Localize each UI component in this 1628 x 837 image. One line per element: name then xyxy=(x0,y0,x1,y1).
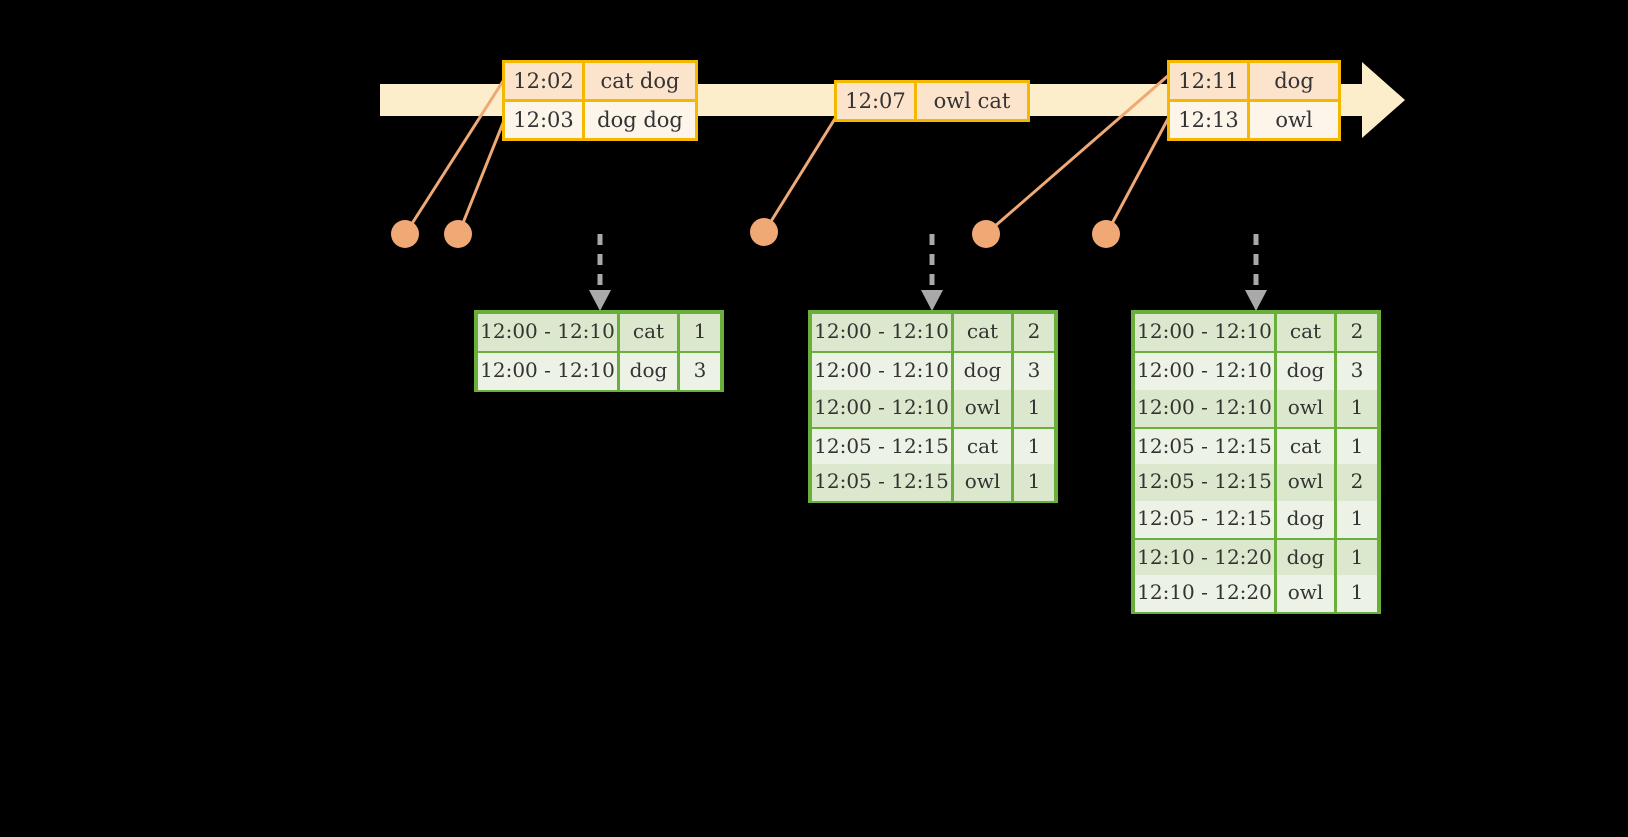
connector-dot xyxy=(391,220,419,248)
cell-count: 1 xyxy=(1337,501,1377,538)
table-row[interactable]: 12:00 - 12:10 dog 3 xyxy=(478,351,720,390)
event-words: owl cat xyxy=(933,89,1011,113)
event-words: cat dog xyxy=(600,69,680,93)
event-time: 12:02 xyxy=(505,63,585,99)
table-row[interactable]: 12:05 - 12:15 dog 1 xyxy=(1135,499,1377,538)
cell-count: 1 xyxy=(1014,464,1054,501)
cell-key: dog xyxy=(1277,353,1337,390)
cell-key: owl xyxy=(954,390,1014,427)
cell-window: 12:05 - 12:15 xyxy=(1135,464,1277,501)
table-row[interactable]: 12:00 - 12:10 owl 1 xyxy=(1135,388,1377,427)
connector-dot xyxy=(750,218,778,246)
cell-window: 12:00 - 12:10 xyxy=(1135,314,1277,351)
cell-window: 12:10 - 12:20 xyxy=(1135,540,1277,577)
event-row[interactable]: 12:07 owl cat xyxy=(837,83,1027,119)
connector-dot xyxy=(444,220,472,248)
cell-count: 1 xyxy=(1337,540,1377,577)
cell-key: dog xyxy=(954,353,1014,390)
event-row[interactable]: 12:03 dog dog xyxy=(505,99,695,138)
event-time: 12:11 xyxy=(1170,63,1250,99)
cell-count: 1 xyxy=(1014,429,1054,466)
cell-key: owl xyxy=(954,464,1014,501)
cell-key: dog xyxy=(1277,540,1337,577)
event-words: owl xyxy=(1275,108,1313,132)
table-row[interactable]: 12:00 - 12:10 cat 1 xyxy=(478,314,720,351)
table-row[interactable]: 12:10 - 12:20 dog 1 xyxy=(1135,536,1377,577)
cell-count: 3 xyxy=(1337,353,1377,390)
table-row[interactable]: 12:00 - 12:10 dog 3 xyxy=(1135,351,1377,390)
table-row[interactable]: 12:00 - 12:10 cat 2 xyxy=(1135,314,1377,351)
table-row[interactable]: 12:05 - 12:15 cat 1 xyxy=(812,425,1054,466)
cell-window: 12:00 - 12:10 xyxy=(812,353,954,390)
cell-key: owl xyxy=(1277,575,1337,612)
cell-key: cat xyxy=(620,314,680,351)
table-row[interactable]: 12:10 - 12:20 owl 1 xyxy=(1135,573,1377,612)
cell-key: cat xyxy=(954,429,1014,466)
event-group-3[interactable]: 12:11 dog 12:13 owl xyxy=(1167,60,1341,141)
cell-count: 2 xyxy=(1014,314,1054,351)
event-words: dog xyxy=(1274,69,1314,93)
cell-count: 3 xyxy=(680,353,720,390)
cell-key: cat xyxy=(1277,314,1337,351)
event-time: 12:07 xyxy=(837,83,917,119)
cell-key: owl xyxy=(1277,390,1337,427)
result-table-1[interactable]: 12:00 - 12:10 cat 1 12:00 - 12:10 dog 3 xyxy=(474,310,724,392)
cell-key: owl xyxy=(1277,464,1337,501)
cell-window: 12:05 - 12:15 xyxy=(812,464,954,501)
cell-window: 12:00 - 12:10 xyxy=(478,314,620,351)
emit-arrows xyxy=(597,234,1259,292)
cell-window: 12:00 - 12:10 xyxy=(812,314,954,351)
table-row[interactable]: 12:00 - 12:10 owl 1 xyxy=(812,388,1054,427)
cell-window: 12:00 - 12:10 xyxy=(478,353,620,390)
cell-count: 1 xyxy=(1014,390,1054,427)
cell-count: 2 xyxy=(1337,314,1377,351)
cell-count: 3 xyxy=(1014,353,1054,390)
cell-key: cat xyxy=(1277,429,1337,466)
cell-count: 1 xyxy=(1337,390,1377,427)
cell-window: 12:05 - 12:15 xyxy=(1135,501,1277,538)
cell-window: 12:05 - 12:15 xyxy=(1135,429,1277,466)
cell-count: 1 xyxy=(680,314,720,351)
cell-count: 1 xyxy=(1337,575,1377,612)
connector-dots xyxy=(391,218,1120,248)
event-row[interactable]: 12:11 dog xyxy=(1170,63,1338,99)
cell-window: 12:00 - 12:10 xyxy=(1135,353,1277,390)
result-table-2[interactable]: 12:00 - 12:10 cat 2 12:00 - 12:10 dog 3 … xyxy=(808,310,1058,503)
event-time: 12:13 xyxy=(1170,102,1250,138)
cell-window: 12:05 - 12:15 xyxy=(812,429,954,466)
event-time: 12:03 xyxy=(505,102,585,138)
event-group-1[interactable]: 12:02 cat dog 12:03 dog dog xyxy=(502,60,698,141)
connector-dot xyxy=(972,220,1000,248)
table-row[interactable]: 12:05 - 12:15 owl 2 xyxy=(1135,462,1377,501)
connector-dot xyxy=(1092,220,1120,248)
table-row[interactable]: 12:05 - 12:15 owl 1 xyxy=(812,462,1054,501)
event-row[interactable]: 12:02 cat dog xyxy=(505,63,695,99)
cell-count: 1 xyxy=(1337,429,1377,466)
cell-window: 12:10 - 12:20 xyxy=(1135,575,1277,612)
cell-key: dog xyxy=(620,353,680,390)
table-row[interactable]: 12:05 - 12:15 cat 1 xyxy=(1135,425,1377,466)
emit-arrowheads xyxy=(589,290,1267,311)
table-row[interactable]: 12:00 - 12:10 cat 2 xyxy=(812,314,1054,351)
result-table-3[interactable]: 12:00 - 12:10 cat 2 12:00 - 12:10 dog 3 … xyxy=(1131,310,1381,614)
event-group-2[interactable]: 12:07 owl cat xyxy=(834,80,1030,122)
cell-window: 12:00 - 12:10 xyxy=(812,390,954,427)
table-row[interactable]: 12:00 - 12:10 dog 3 xyxy=(812,351,1054,390)
cell-count: 2 xyxy=(1337,464,1377,501)
event-row[interactable]: 12:13 owl xyxy=(1170,99,1338,138)
cell-window: 12:00 - 12:10 xyxy=(1135,390,1277,427)
cell-key: cat xyxy=(954,314,1014,351)
event-words: dog dog xyxy=(597,108,683,132)
cell-key: dog xyxy=(1277,501,1337,538)
